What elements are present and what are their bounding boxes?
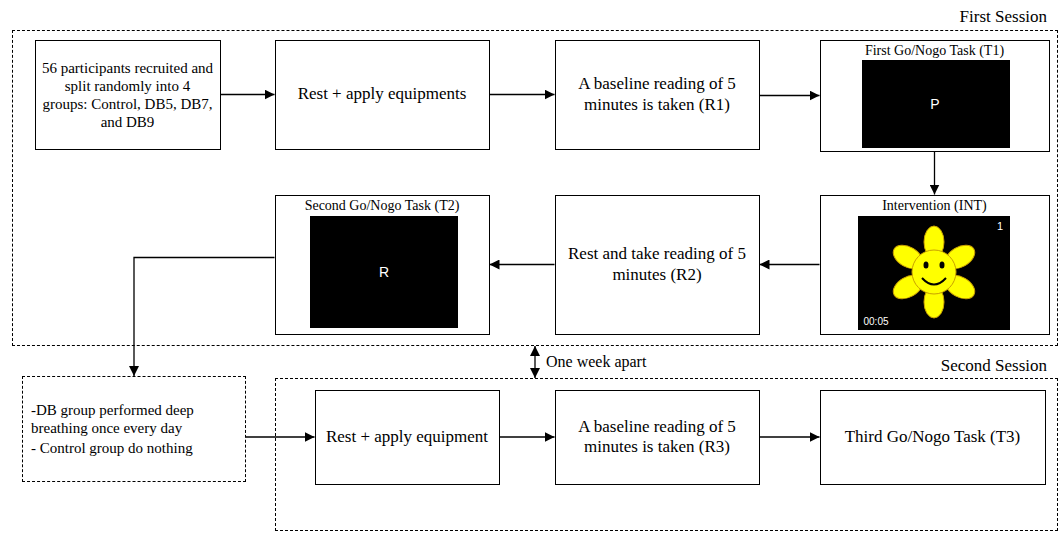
- task-heading: Intervention (INT): [882, 198, 987, 215]
- session-label: First Session: [960, 7, 1047, 27]
- flow-arrow: [134, 258, 275, 377]
- session-region: First Session56 participants recruited a…: [12, 30, 1058, 346]
- flow-arrow: [760, 436, 820, 437]
- screen-text: R: [379, 264, 389, 280]
- flow-arrow: [760, 264, 820, 265]
- sun-icon: [889, 226, 979, 318]
- task-heading: First Go/Nogo Task (T1): [865, 43, 1004, 60]
- box-text: 56 participants recruited and split rand…: [42, 59, 214, 131]
- flow-arrow: [221, 94, 275, 95]
- task-screen: [310, 216, 458, 328]
- screen-text: 1: [997, 220, 1003, 232]
- box-text: Third Go/Nogo Task (T3): [845, 427, 1021, 447]
- session-label: Second Session: [941, 356, 1047, 376]
- flow-arrow: [490, 94, 555, 95]
- box-text: A baseline reading of 5 minutes is taken…: [562, 74, 753, 115]
- flow-arrow: [246, 436, 315, 437]
- box-text: Rest and take reading of 5 minutes (R2): [562, 244, 753, 285]
- box-text: Rest + apply equipment: [326, 427, 488, 447]
- task-box: First Go/Nogo Task (T1): [820, 40, 1050, 152]
- process-box: A baseline reading of 5 minutes is taken…: [555, 390, 760, 485]
- task-box: Second Go/Nogo Task (T2): [275, 195, 490, 335]
- screen-text: P: [930, 96, 939, 112]
- session-region: Second SessionRest + apply equipmentA ba…: [275, 378, 1058, 531]
- flow-arrow: [490, 264, 555, 265]
- flow-arrow: [760, 95, 820, 96]
- edge-label: One week apart: [544, 353, 648, 371]
- box-text: Rest + apply equipments: [298, 84, 467, 104]
- flow-arrow: [534, 346, 535, 378]
- note-text: - Control group do nothing: [31, 439, 193, 457]
- process-box: 56 participants recruited and split rand…: [35, 40, 221, 150]
- process-box: Rest + apply equipments: [275, 40, 490, 150]
- task-screen: [862, 60, 1010, 148]
- process-box: Rest + apply equipment: [315, 390, 500, 485]
- process-box: Third Go/Nogo Task (T3): [820, 390, 1046, 485]
- box-text: A baseline reading of 5 minutes is taken…: [562, 417, 753, 458]
- task-heading: Second Go/Nogo Task (T2): [305, 198, 460, 215]
- flow-arrow: [934, 152, 935, 195]
- task-box: Intervention (INT): [820, 195, 1050, 335]
- process-box: A baseline reading of 5 minutes is taken…: [555, 40, 760, 150]
- note-box: -DB group performed deep breathing once …: [22, 376, 246, 482]
- screen-text: 00:05: [863, 316, 888, 327]
- intervention-screen: [858, 216, 1010, 330]
- note-text: -DB group performed deep breathing once …: [31, 401, 237, 437]
- flow-arrow: [500, 436, 555, 437]
- process-box: Rest and take reading of 5 minutes (R2): [555, 195, 760, 335]
